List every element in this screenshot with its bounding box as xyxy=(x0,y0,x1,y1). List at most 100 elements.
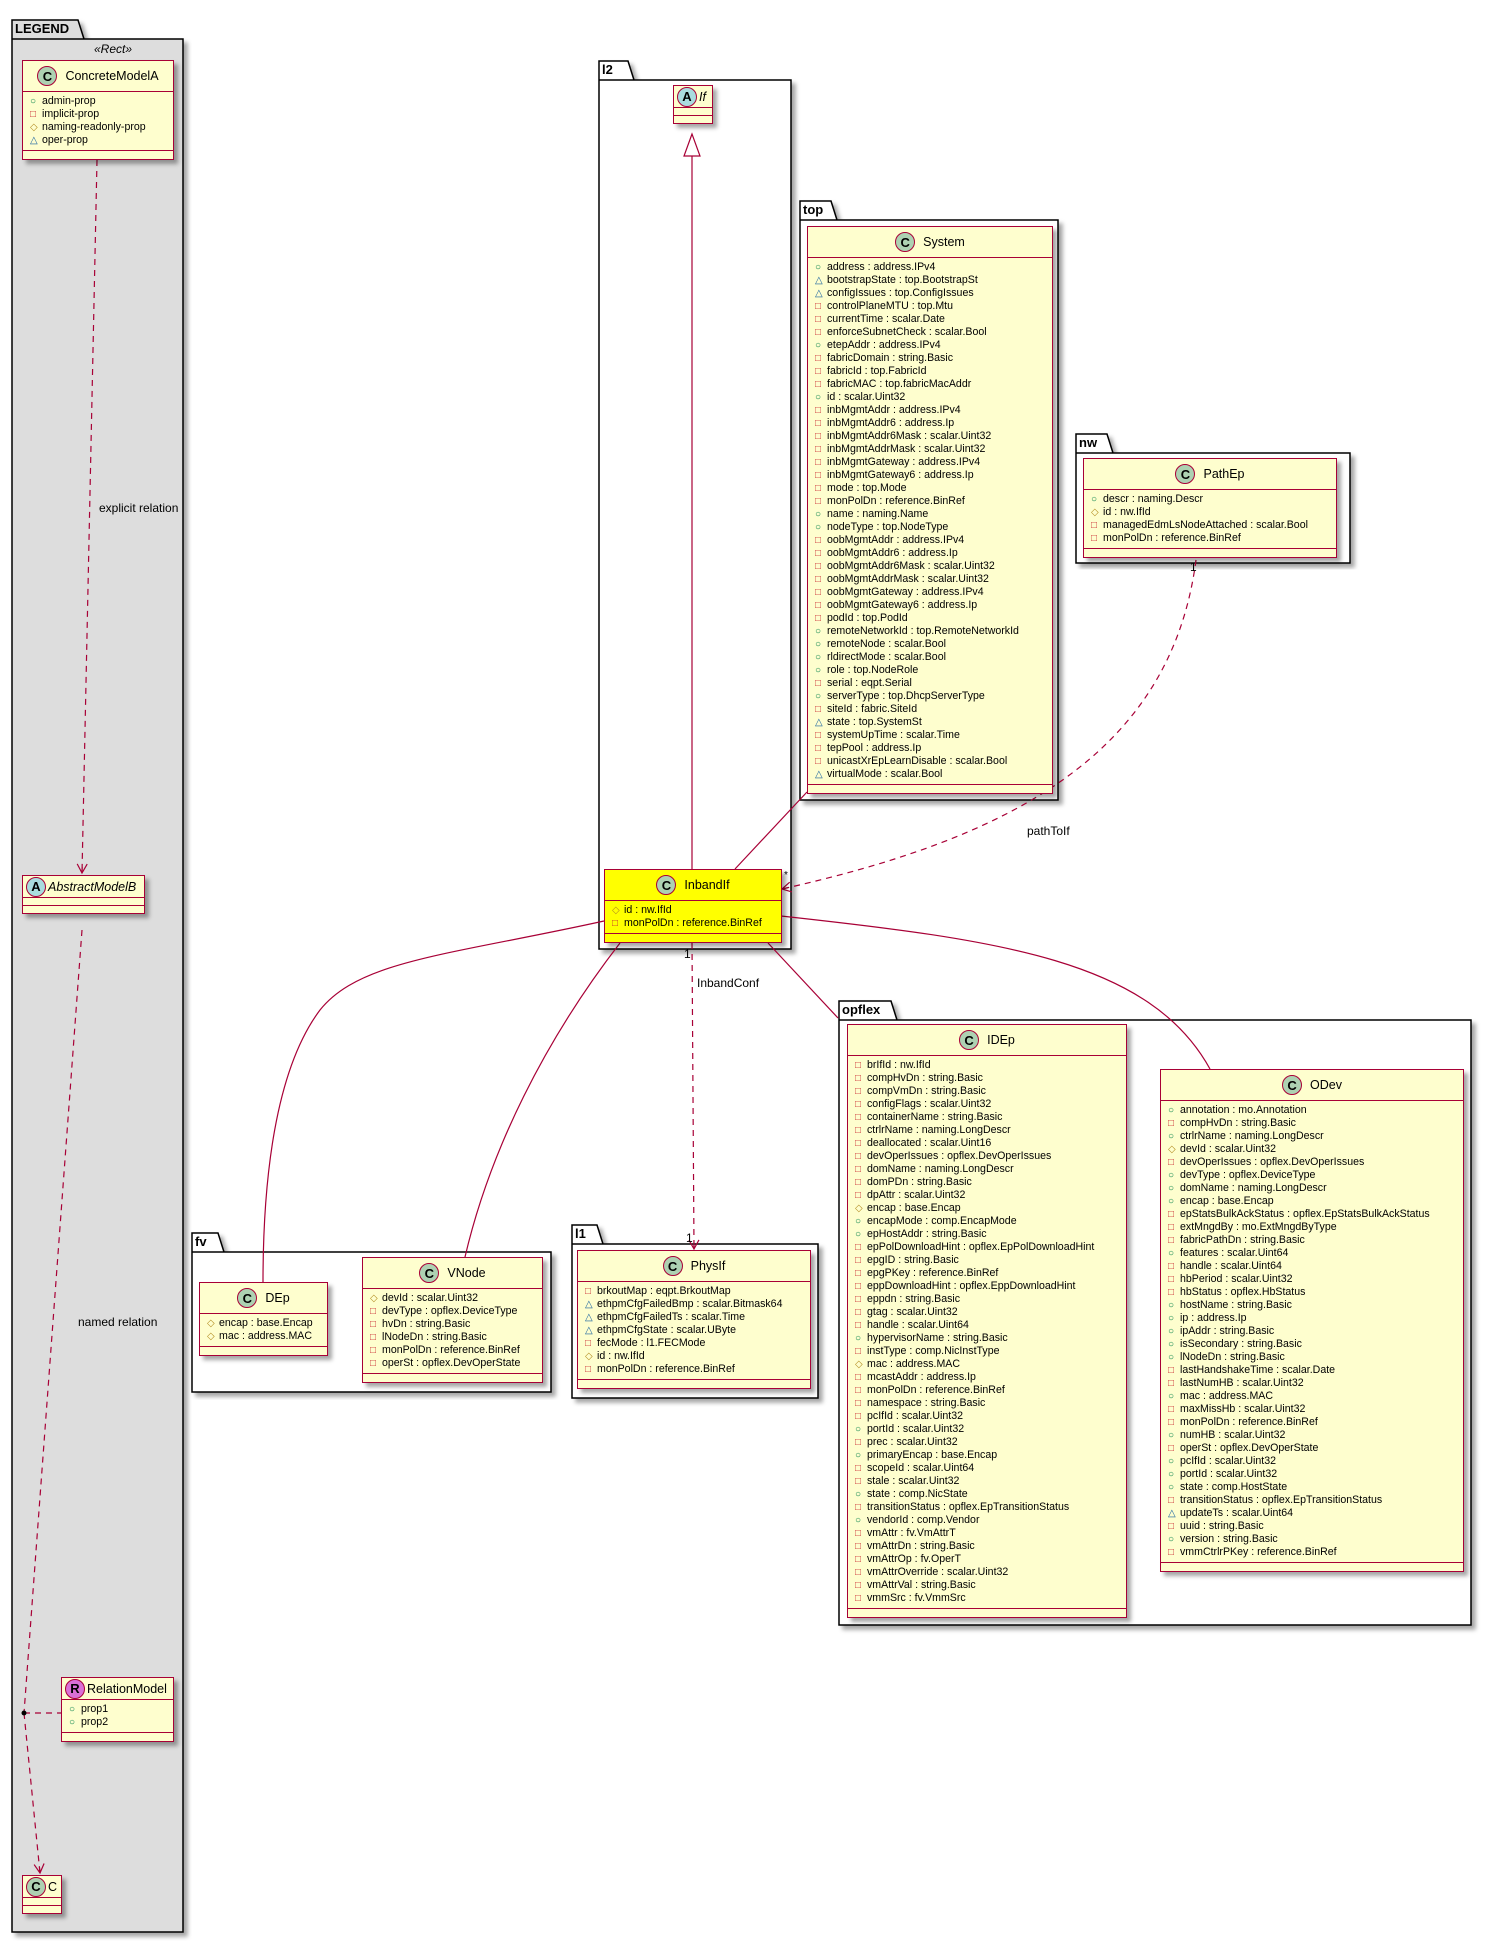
public-visibility-icon: ○ xyxy=(815,626,822,637)
attribute-row: □controlPlaneMTU : top.Mtu xyxy=(815,300,1052,313)
package-label-legend: LEGEND xyxy=(15,21,70,36)
attribute-row: □inbMgmtAddr6Mask : scalar.Uint32 xyxy=(815,430,1052,443)
private-visibility-icon: □ xyxy=(1168,1222,1175,1233)
attribute-row: ○domName : naming.LongDescr xyxy=(1168,1182,1463,1195)
attribute-row: ○prop2 xyxy=(69,1716,173,1729)
attribute-row: □vmAttrVal : string.Basic xyxy=(855,1579,1126,1592)
attribute-text: vmmCtrlrPKey : reference.BinRef xyxy=(1180,1546,1337,1558)
private-visibility-icon: □ xyxy=(855,1151,862,1162)
attribute-row: ○nodeType : top.NodeType xyxy=(815,521,1052,534)
attribute-row: □oobMgmtGateway6 : address.Ip xyxy=(815,599,1052,612)
attribute-row: □fabricPathDn : string.Basic xyxy=(1168,1234,1463,1247)
package-label-top: top xyxy=(803,202,824,217)
attribute-text: compVmDn : string.Basic xyxy=(867,1085,986,1097)
package-visibility-icon: △ xyxy=(815,769,823,780)
attribute-text: mac : address.MAC xyxy=(867,1358,961,1370)
private-visibility-icon: □ xyxy=(855,1476,862,1487)
attribute-text: prop2 xyxy=(81,1716,109,1728)
attribute-text: fabricMAC : top.fabricMacAddr xyxy=(827,378,972,390)
attribute-row: □siteId : fabric.SiteId xyxy=(815,703,1052,716)
relation-junction-dot xyxy=(21,1710,27,1716)
attribute-text: scopeId : scalar.Uint64 xyxy=(867,1462,975,1474)
class-icon: C xyxy=(26,1876,46,1897)
class-name: InbandIf xyxy=(684,878,730,892)
attribute-text: unicastXrEpLearnDisable : scalar.Bool xyxy=(827,755,1008,767)
attribute-row: □deallocated : scalar.Uint16 xyxy=(855,1137,1126,1150)
attribute-list: □brIfId : nw.IfId□compHvDn : string.Basi… xyxy=(848,1056,1126,1609)
attribute-text: ip : address.Ip xyxy=(1180,1312,1247,1324)
attribute-text: monPolDn : reference.BinRef xyxy=(1180,1416,1318,1428)
private-visibility-icon: □ xyxy=(585,1286,592,1297)
attribute-row: △updateTs : scalar.Uint64 xyxy=(1168,1507,1463,1520)
public-visibility-icon: ○ xyxy=(1168,1248,1175,1259)
attribute-row: □instType : comp.NicInstType xyxy=(855,1345,1126,1358)
attribute-row: □operSt : opflex.DevOperState xyxy=(1168,1442,1463,1455)
public-visibility-icon: ○ xyxy=(1168,1469,1175,1480)
attribute-list: ◇devId : scalar.Uint32□devType : opflex.… xyxy=(363,1289,542,1374)
attribute-row: △virtualMode : scalar.Bool xyxy=(815,768,1052,781)
package-label-opflex: opflex xyxy=(842,1002,881,1017)
attribute-text: hypervisorName : string.Basic xyxy=(867,1332,1008,1344)
attribute-text: oobMgmtAddr6Mask : scalar.Uint32 xyxy=(827,560,995,572)
method-list xyxy=(808,785,1052,793)
package-visibility-icon: △ xyxy=(815,288,823,299)
attribute-text: eppDownloadHint : opflex.EppDownloadHint xyxy=(867,1280,1076,1292)
attribute-text: monPolDn : reference.BinRef xyxy=(867,1384,1005,1396)
attribute-text: tepPool : address.Ip xyxy=(827,742,922,754)
attribute-text: naming-readonly-prop xyxy=(42,121,146,133)
attribute-row: □enforceSubnetCheck : scalar.Bool xyxy=(815,326,1052,339)
attribute-row: ○devType : opflex.DeviceType xyxy=(1168,1169,1463,1182)
attribute-text: ethpmCfgState : scalar.UByte xyxy=(597,1324,736,1336)
attribute-text: id : nw.IfId xyxy=(597,1350,645,1362)
attribute-row: □lastHandshakeTime : scalar.Date xyxy=(1168,1364,1463,1377)
public-visibility-icon: ○ xyxy=(1168,1482,1175,1493)
attribute-text: ethpmCfgFailedTs : scalar.Time xyxy=(597,1311,745,1323)
private-visibility-icon: □ xyxy=(815,457,822,468)
protected-visibility-icon: ◇ xyxy=(370,1293,378,1304)
public-visibility-icon: ○ xyxy=(1168,1131,1175,1142)
attribute-text: etepAddr : address.IPv4 xyxy=(827,339,941,351)
attribute-row: □vmmCtrlrPKey : reference.BinRef xyxy=(1168,1546,1463,1559)
attribute-text: remoteNode : scalar.Bool xyxy=(827,638,946,650)
attribute-row: □scopeId : scalar.Uint64 xyxy=(855,1462,1126,1475)
private-visibility-icon: □ xyxy=(815,600,822,611)
attribute-text: compHvDn : string.Basic xyxy=(867,1072,983,1084)
attribute-text: hbPeriod : scalar.Uint32 xyxy=(1180,1273,1293,1285)
public-visibility-icon: ○ xyxy=(1168,1326,1175,1337)
empty-section xyxy=(23,1906,61,1913)
attribute-row: ○id : scalar.Uint32 xyxy=(815,391,1052,404)
attribute-row: □gtag : scalar.Uint32 xyxy=(855,1306,1126,1319)
class-icon: C xyxy=(237,1288,258,1308)
attribute-row: □eppdn : string.Basic xyxy=(855,1293,1126,1306)
attribute-row: □monPolDn : reference.BinRef xyxy=(815,495,1052,508)
private-visibility-icon: □ xyxy=(815,418,822,429)
attribute-row: □hbStatus : opflex.HbStatus xyxy=(1168,1286,1463,1299)
package-visibility-icon: △ xyxy=(585,1325,593,1336)
attribute-row: ○primaryEncap : base.Encap xyxy=(855,1449,1126,1462)
attribute-row: ◇devId : scalar.Uint32 xyxy=(1168,1143,1463,1156)
public-visibility-icon: ○ xyxy=(1168,1105,1175,1116)
attribute-text: fecMode : l1.FECMode xyxy=(597,1337,706,1349)
private-visibility-icon: □ xyxy=(855,1437,862,1448)
private-visibility-icon: □ xyxy=(855,1385,862,1396)
attribute-text: siteId : fabric.SiteId xyxy=(827,703,918,715)
public-visibility-icon: ○ xyxy=(815,639,822,650)
attribute-row: □oobMgmtAddrMask : scalar.Uint32 xyxy=(815,573,1052,586)
abstract-class-icon: A xyxy=(677,86,697,107)
